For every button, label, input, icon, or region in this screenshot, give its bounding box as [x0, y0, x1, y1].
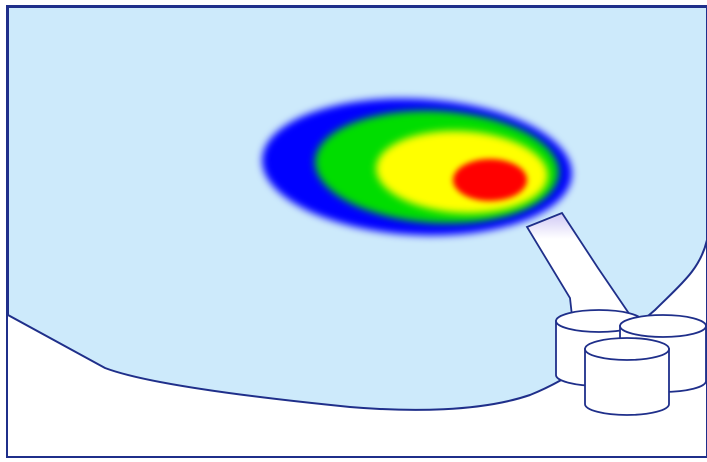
- plume-level-core: [453, 159, 527, 201]
- storage-tanks: [555, 309, 707, 416]
- tank-front: [584, 337, 670, 416]
- diagram-frame: [6, 5, 707, 458]
- contaminant-plume: [262, 98, 572, 236]
